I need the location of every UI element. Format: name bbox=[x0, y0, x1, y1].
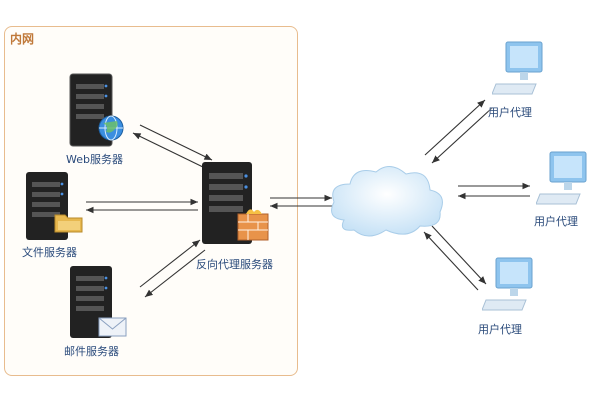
arrow-web-to-proxy bbox=[139, 124, 213, 161]
monitor-icon bbox=[536, 151, 587, 205]
arrow-proxy-to-web bbox=[132, 132, 206, 169]
arrow-cloud-to-client-3 bbox=[431, 225, 487, 285]
arrow-proxy-to-mail bbox=[144, 249, 206, 298]
intranet-title: 内网 bbox=[10, 32, 35, 46]
client-2-label: 用户代理 bbox=[534, 215, 578, 228]
proxy-server-label: 反向代理服务器 bbox=[196, 258, 273, 271]
monitor-icon bbox=[482, 257, 533, 311]
server-icon bbox=[26, 172, 68, 240]
mail-server-label: 邮件服务器 bbox=[64, 345, 119, 358]
arrow-cloud-to-client-1 bbox=[424, 99, 486, 156]
cloud-icon bbox=[324, 160, 454, 250]
file-server-label: 文件服务器 bbox=[22, 246, 77, 259]
globe-icon bbox=[97, 114, 125, 142]
web-server-label: Web服务器 bbox=[66, 153, 123, 166]
arrow-client-3-to-cloud bbox=[423, 231, 479, 291]
client-1-label: 用户代理 bbox=[488, 106, 532, 119]
client-3-node bbox=[482, 256, 542, 316]
monitor-icon bbox=[492, 41, 543, 95]
arrow-mail-to-proxy bbox=[139, 239, 201, 288]
arrow-client-1-to-cloud bbox=[431, 107, 493, 164]
folder-icon bbox=[54, 210, 84, 234]
client-2-node bbox=[536, 150, 596, 210]
client-3-label: 用户代理 bbox=[478, 323, 522, 336]
envelope-icon bbox=[98, 316, 128, 338]
client-1-node bbox=[492, 40, 552, 100]
file-server-node bbox=[22, 168, 82, 248]
firewall-icon bbox=[236, 208, 272, 244]
